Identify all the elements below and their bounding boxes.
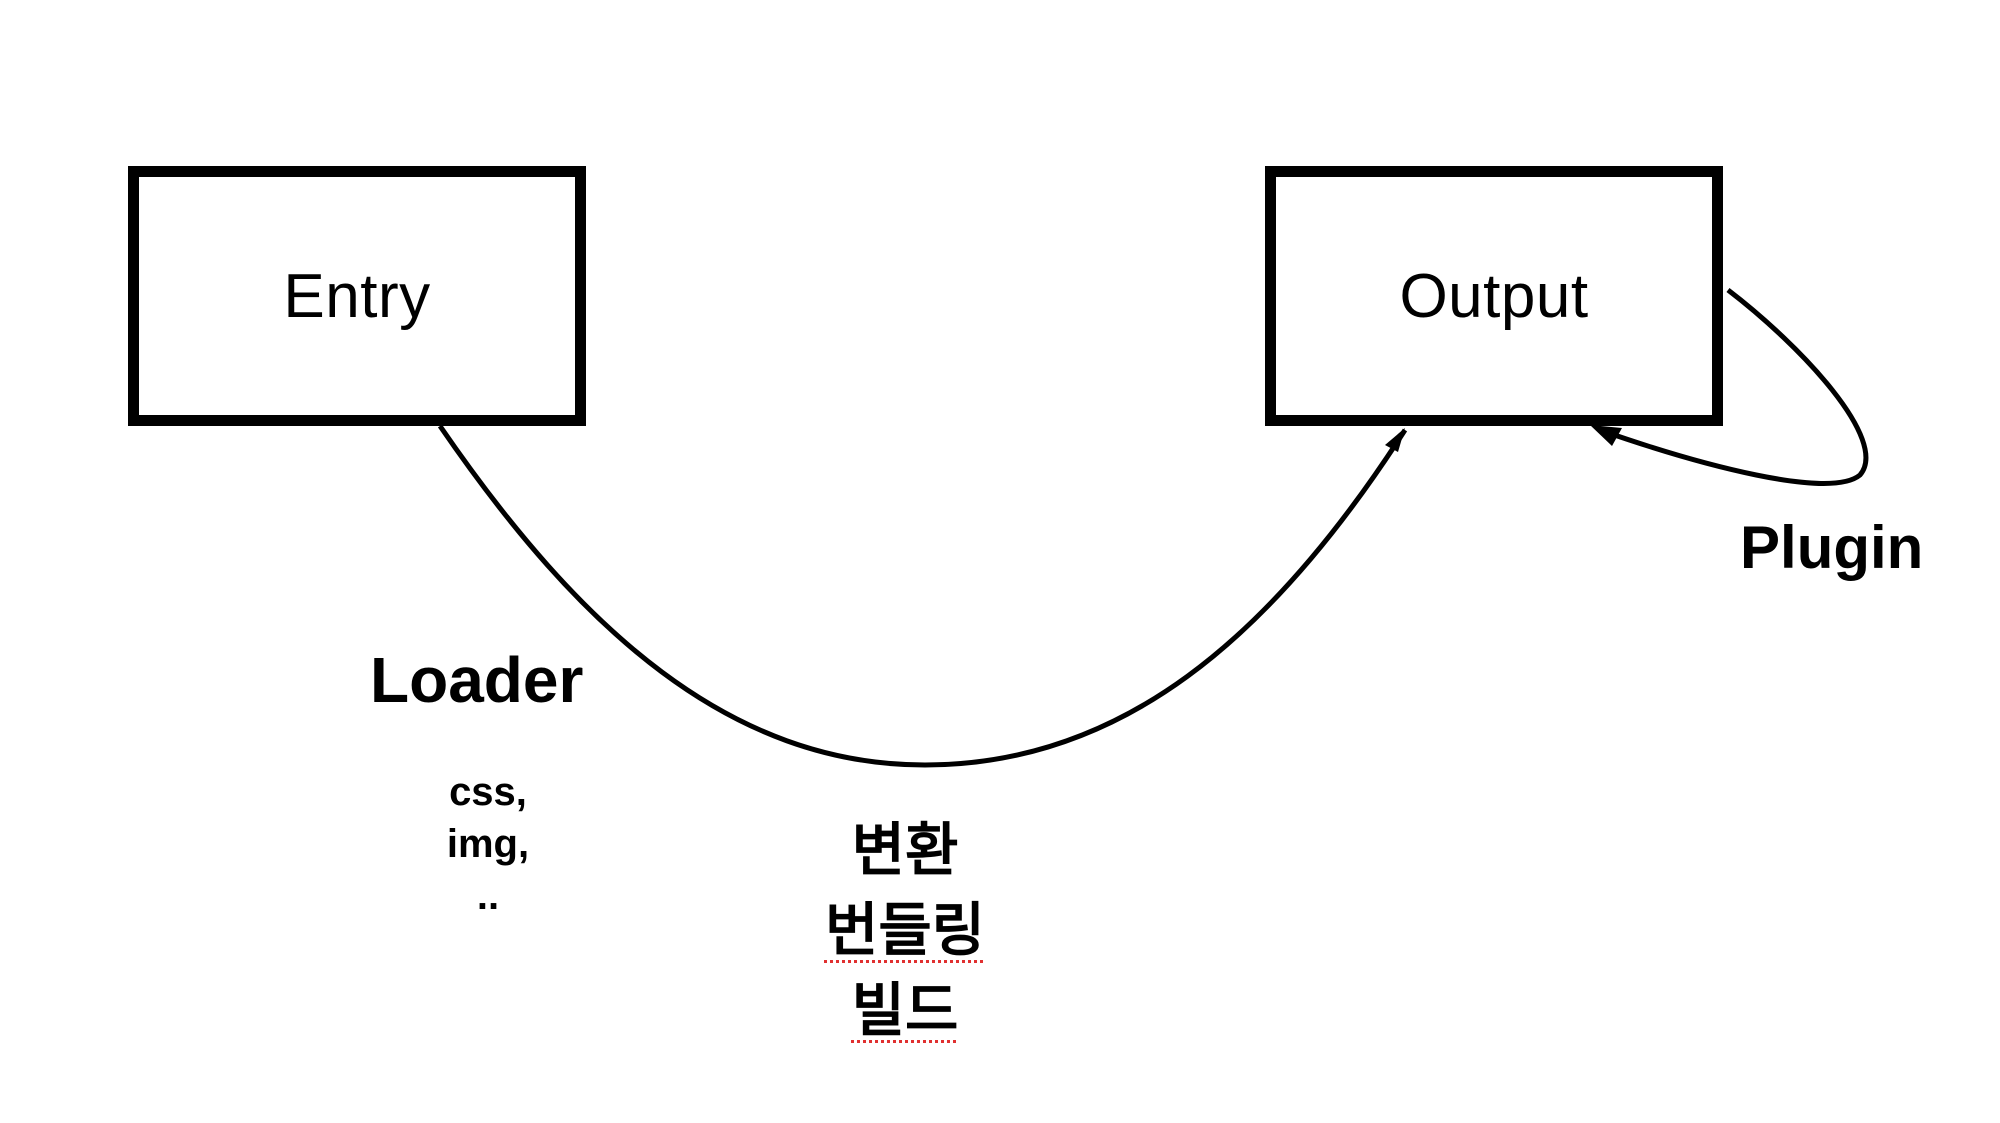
entry-label: Entry [283,261,431,331]
loader-note-img: img, [446,822,530,866]
plugin-arrowhead [1590,425,1622,446]
plugin-connector [1599,288,1869,486]
loader-notes: css, img, .. [418,766,558,922]
output-node: Output [1265,166,1723,426]
loader-note-css: css, [449,770,527,814]
loader-arrowhead [1385,428,1405,452]
entry-node: Entry [128,166,586,426]
build-notes: 변환 번들링 빌드 [780,810,1030,1050]
loader-connector [437,424,1408,768]
loader-note-more: .. [476,874,500,918]
output-label: Output [1399,261,1589,331]
plugin-label: Plugin [1740,514,1924,581]
build-note-transform: 변환 [851,816,959,884]
build-note-bundling: 번들링 [824,896,986,964]
loader-label: Loader [370,644,584,716]
build-note-build: 빌드 [851,976,959,1044]
